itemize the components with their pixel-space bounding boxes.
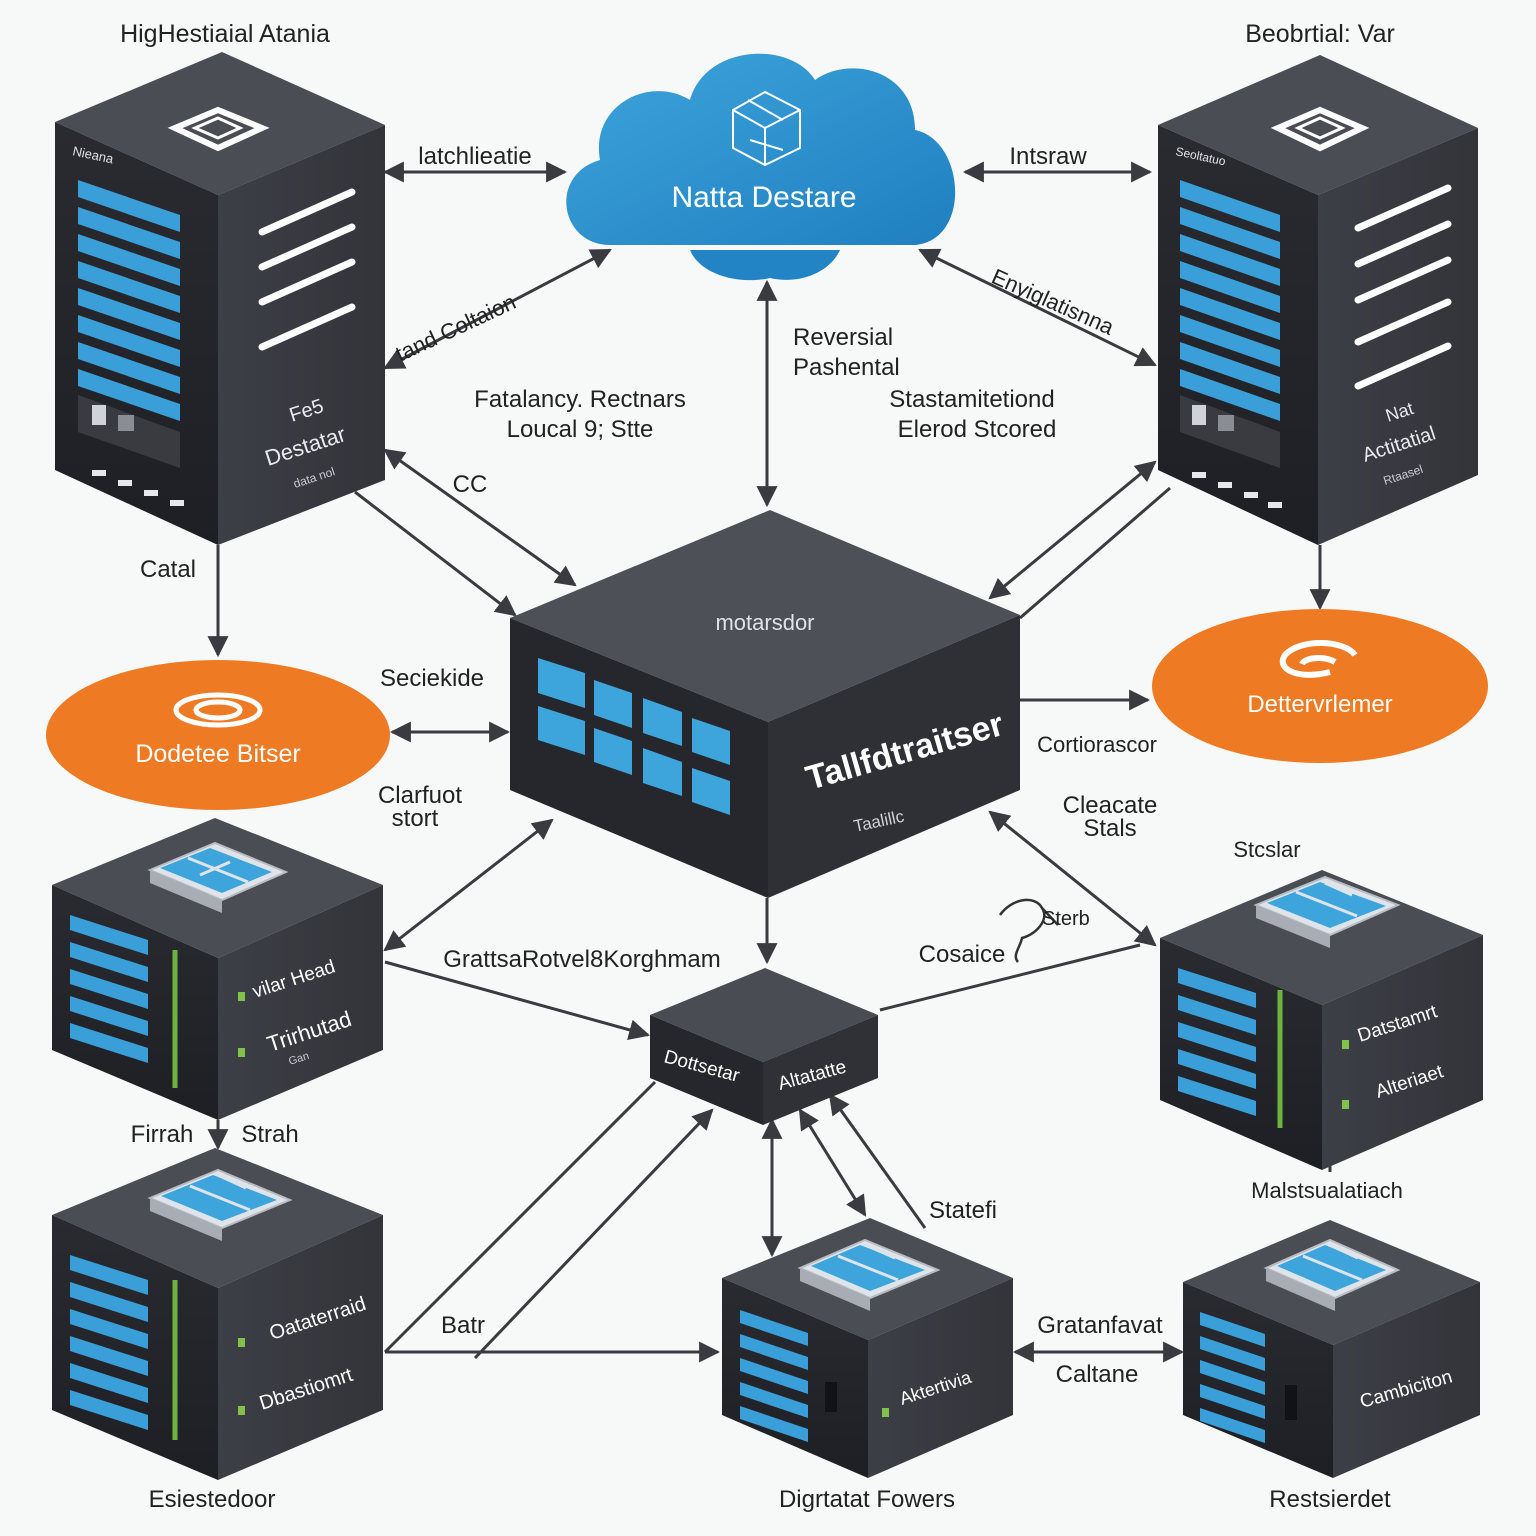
server-logo-icon (1270, 106, 1370, 152)
arrow-tl-hub-a (383, 448, 577, 587)
arrow-label: Enyiglatisnna (988, 264, 1118, 340)
arrow-label: GrattsaRotvel8Korghmam (443, 946, 720, 973)
chip-icon (797, 1238, 941, 1311)
arrow-label: CC (453, 471, 488, 498)
chip-icon (1253, 875, 1401, 948)
drive-bays (70, 915, 148, 1063)
arrow-ml-hub (383, 818, 554, 952)
drive-bays (1178, 968, 1256, 1116)
small-hub[interactable]: Dottsetar Altatatte (650, 968, 878, 1125)
server-logo-icon (167, 106, 270, 152)
arrow-bl-small-a (383, 1080, 657, 1354)
vent-slots (1354, 184, 1452, 390)
arrow-tr-cloud-diag (918, 248, 1157, 367)
arrow-label: Pashental (793, 354, 900, 381)
arrow-label: Caltane (1056, 1361, 1139, 1388)
chip-icon (147, 841, 289, 913)
arrow-label: Statefi (929, 1197, 997, 1224)
storage-box-mid-right[interactable]: Datstamrt Alteriaet (1160, 870, 1483, 1170)
arrow-tr-hub-a (988, 460, 1157, 600)
drive-bays (1180, 180, 1280, 421)
node-caption: Restsierdet (1269, 1486, 1391, 1513)
arrow-ml-small (384, 960, 651, 1041)
arrow-label: Gratanfavat (1037, 1312, 1163, 1339)
title-label: Beobrtial: Var (1245, 20, 1395, 48)
arrow-label: Fatalancy. Rectnars (474, 386, 686, 413)
node-caption: Digrtatat Fowers (779, 1486, 955, 1513)
storage-box-mid-left[interactable]: vilar Head Trirhutad Gan (52, 818, 383, 1120)
arrow-label: Firrah (131, 1121, 194, 1148)
arrow-label: Clarfuot (378, 782, 462, 809)
database-left[interactable]: Dodetee Bitser (46, 660, 390, 810)
drive-bays (1200, 1312, 1265, 1443)
node-caption: Esiestedoor (149, 1486, 276, 1513)
cloud-node[interactable]: Natta Destare (566, 53, 956, 281)
arrow-label: Stals (1083, 815, 1136, 842)
central-hub[interactable]: motarsdor Tallfdtraitser Taalillc (510, 510, 1020, 898)
arrow-tl-hub-b (354, 490, 517, 617)
database-label: Dettervrlemer (1247, 691, 1392, 718)
server-top-left[interactable]: Nieana Fe5 Destatar data nol (55, 52, 385, 545)
arrow-label: Intsraw (1009, 143, 1087, 170)
arrow-label: Seciekide (380, 665, 484, 692)
arrow-tl-cloud-diag (383, 248, 612, 370)
arrow-label: Malstsualatiach (1251, 1178, 1403, 1203)
arrow-small-mr (879, 943, 1141, 1012)
eye-icon (173, 692, 263, 728)
arrow-bl-small-b (473, 1108, 714, 1360)
arrow-label: Stcslar (1233, 837, 1300, 862)
arrow-label: latchlieatie (418, 143, 531, 170)
storage-box-bottom-left[interactable]: Oataterraid Dbastiomrt (52, 1148, 383, 1480)
arrow-label: Strah (241, 1121, 298, 1148)
sketch-icon (998, 898, 1059, 963)
cloud-title: Natta Destare (671, 181, 856, 214)
title-label: HigHestiaial Atania (120, 20, 330, 48)
database-label: Dodetee Bitser (135, 740, 300, 768)
arrow-label: Loucal 9; Stte (507, 416, 654, 443)
storage-box-bottom-right[interactable]: Cambiciton (1183, 1220, 1480, 1478)
database-right[interactable]: Dettervrlemer (1152, 609, 1488, 763)
storage-box-bottom-center[interactable]: Aktertivia (722, 1218, 1013, 1478)
arrow-label: Reversial (793, 324, 893, 351)
chip-icon (147, 1168, 293, 1241)
arrow-small-bc-c (828, 1093, 927, 1229)
server-top-right[interactable]: Seoltatuo Nat Actitatial Rtaasel (1158, 55, 1478, 545)
swirl-icon (1279, 640, 1358, 678)
arrow-label: Cortiorascor (1037, 732, 1157, 757)
drive-bays (70, 1255, 148, 1430)
arrow-label: Stastamitetiond (889, 386, 1054, 413)
hub-top-label: motarsdor (715, 610, 814, 635)
connection-arrows (207, 161, 1332, 1363)
drive-bays (78, 180, 180, 421)
chip-icon (1263, 1238, 1401, 1311)
arrow-label: Catal (140, 556, 196, 583)
arrow-tr-hub-b (1019, 486, 1171, 620)
arrow-label: Cosaice (919, 941, 1006, 968)
cube-icon (732, 90, 801, 167)
arrow-label: tand Coltaion (392, 289, 520, 366)
drive-bays (740, 1310, 808, 1442)
arrow-label: Cleacate (1063, 792, 1158, 819)
vent-slots (258, 188, 356, 351)
hub-panels (538, 658, 730, 815)
arrow-label: stort (392, 805, 439, 832)
arrow-label: Elerod Stcored (898, 416, 1057, 443)
sketch-label: Sterb (1042, 908, 1090, 930)
arrow-hub-mr (988, 810, 1157, 947)
arrow-small-bc-b (798, 1108, 867, 1217)
arrow-label: Batr (441, 1312, 485, 1339)
